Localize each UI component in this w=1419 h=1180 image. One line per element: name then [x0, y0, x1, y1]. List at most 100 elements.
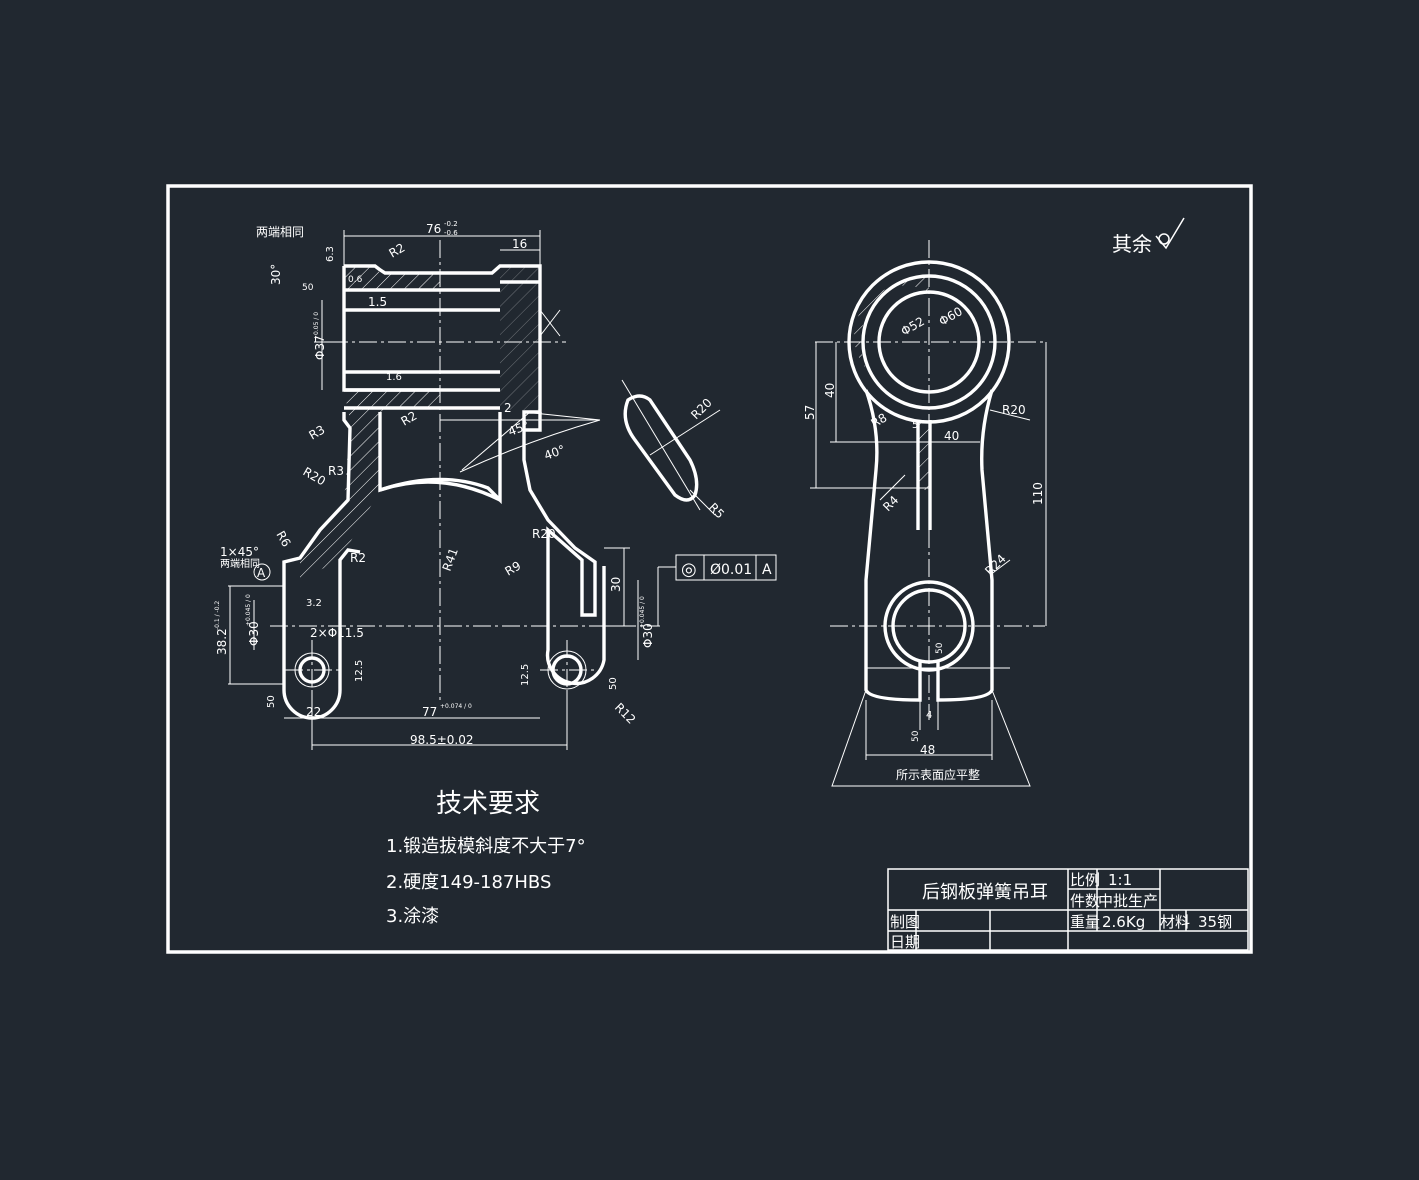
- label-dim-6-3: 6.3: [325, 246, 336, 262]
- title-block-material-label: 材料: [1160, 913, 1190, 931]
- label-dim-3-2: 3.2: [306, 598, 322, 609]
- datum-circle-icon: [253, 563, 271, 581]
- label-dim-r12: R12: [612, 700, 639, 727]
- side-label-dim-50: 50: [935, 642, 945, 654]
- side-label-dim-57: 57: [803, 405, 817, 420]
- front-right-pin-hole: [551, 654, 583, 686]
- roughness-note-label: 其余: [1112, 232, 1152, 256]
- label-dim-77-tol: +0.074 / 0: [440, 703, 472, 710]
- label-dim-1-6: 1.6: [386, 372, 402, 383]
- label-dim-r3a: R3: [307, 422, 328, 442]
- label-dim-30b-tol: +0.045 / 0: [639, 596, 646, 628]
- title-block-material-value: 35钢: [1198, 913, 1232, 931]
- label-dim-r20a: R20: [301, 464, 328, 488]
- side-label-dim-5: 5: [912, 420, 918, 431]
- label-dim-2x: 2×Φ11.5: [310, 626, 364, 640]
- front-hatch-top-left: [344, 266, 440, 290]
- tech-requirements-title: 技术要求: [436, 789, 540, 819]
- tech-requirement-item: 2.硬度149-187HBS: [386, 872, 551, 893]
- side-view: Φ52 Φ60 40 57 R8 5 40 R20 110 R4 R24 50 …: [803, 240, 1047, 787]
- roughness-note: 其余: [1112, 217, 1185, 256]
- label-dim-30b: Φ30: [641, 623, 655, 648]
- label-dim-r41: R41: [440, 546, 461, 573]
- drawing-border: [166, 184, 1253, 954]
- label-dim-76-tol-dn: -0.6: [444, 229, 458, 237]
- side-label-dim-r8: R8: [869, 410, 890, 430]
- label-dim-45deg: 45°: [506, 418, 531, 438]
- front-left-pin-hole: [298, 656, 326, 684]
- roughness-symbol-icon: [1155, 217, 1185, 250]
- label-dim-76-tol-up: -0.2: [444, 220, 458, 228]
- title-block-date-label: 日期: [890, 933, 920, 951]
- side-label-dim-40v: 40: [823, 383, 837, 398]
- front-outline: [282, 264, 606, 720]
- side-label-dim-52: Φ52: [899, 314, 927, 338]
- label-dim-40deg: 40°: [542, 442, 567, 462]
- label-dim-16: 16: [512, 237, 527, 251]
- label-dim-r2-mid: R2: [399, 408, 420, 428]
- label-same-both-ends-2: 两端相同: [220, 557, 260, 570]
- side-label-dim-4: 4: [926, 710, 932, 721]
- label-dim-1-5: 1.5: [368, 295, 387, 309]
- label-dim-30a-tol: +0.045 / 0: [245, 594, 252, 626]
- title-block-weight-value: 2.6Kg: [1102, 913, 1145, 931]
- label-dim-r2-top: R2: [387, 240, 408, 260]
- label-dim-r2-low: R2: [350, 551, 366, 565]
- title-block-drawn-label: 制图: [890, 913, 920, 931]
- label-dim-30a: Φ30: [247, 621, 261, 646]
- tech-requirement-item: 3.涂漆: [386, 906, 439, 927]
- front-dimension-lines: [228, 230, 676, 750]
- label-same-both-ends: 两端相同: [256, 225, 304, 239]
- label-dim-50b: 50: [266, 695, 277, 708]
- front-view: ◎ Ø0.01 A A 两端相同 76 -0.2 -0.6 16 R2 30° …: [214, 220, 777, 750]
- label-dim-38-2: 38.2: [215, 628, 229, 655]
- title-block-qty-label: 件数: [1070, 892, 1100, 910]
- side-body-outline: [864, 389, 994, 702]
- label-dim-37: Φ37: [313, 335, 327, 360]
- tolerance-symbol: ◎: [681, 559, 697, 580]
- label-dim-50c: 50: [608, 677, 619, 690]
- label-dim-37-tol: +0.05 / 0: [313, 312, 320, 340]
- section-label-r5: R5: [706, 500, 727, 521]
- tolerance-datum: A: [762, 562, 772, 578]
- title-block-part-name: 后钢板弹簧吊耳: [922, 882, 1048, 903]
- label-dim-12-5a: 12.5: [354, 660, 365, 682]
- front-hatch-right-lug: [500, 266, 540, 410]
- side-label-dim-r24: R24: [982, 552, 1009, 579]
- label-dim-98-5: 98.5±0.02: [410, 733, 474, 747]
- side-label-dim-40h: 40: [944, 429, 959, 443]
- side-label-dim-60: Φ60: [937, 304, 965, 328]
- label-dim-12-5b: 12.5: [520, 664, 531, 686]
- title-block-scale-label: 比例: [1070, 871, 1100, 889]
- side-label-dim-110: 110: [1031, 482, 1045, 505]
- label-dim-50a: 50: [302, 283, 314, 293]
- section-label-r20: R20: [688, 396, 715, 423]
- side-label-dim-50b: 50: [911, 730, 921, 742]
- side-label-dim-r20: R20: [1002, 403, 1026, 417]
- label-dim-76: 76: [426, 222, 441, 236]
- label-dim-30v: 30: [609, 577, 623, 592]
- front-tolerance-frame: ◎ Ø0.01 A: [675, 554, 777, 581]
- datum-label: A: [257, 566, 266, 580]
- title-block: 后钢板弹簧吊耳 比例 1:1 件数 中批生产 制图 日期 重量 2.6Kg 材料…: [887, 868, 1249, 951]
- side-label-surface-note: 所示表面应平整: [896, 767, 980, 782]
- tolerance-value: Ø0.01: [710, 562, 752, 578]
- side-dimension-lines: [810, 342, 1047, 787]
- label-dim-77: 77: [422, 705, 437, 719]
- label-dim-22: 22: [306, 705, 321, 719]
- section-view: R20 R5: [621, 379, 727, 521]
- front-hatch-bore-left: [300, 390, 440, 580]
- title-block-weight-label: 重量: [1070, 913, 1100, 931]
- title-block-scale-value: 1:1: [1108, 871, 1132, 889]
- label-dim-r20b: R20: [532, 527, 556, 541]
- side-label-dim-48: 48: [920, 743, 935, 757]
- label-dim-r9: R9: [503, 558, 524, 578]
- title-block-qty-value: 中批生产: [1098, 892, 1158, 910]
- label-dim-r6: R6: [273, 529, 293, 550]
- label-dim-0-6: 0.6: [348, 275, 363, 285]
- label-dim-r3b: R3: [328, 464, 344, 478]
- label-dim-30deg: 30°: [269, 264, 283, 285]
- side-bottom-eye: [883, 580, 975, 672]
- label-chamfer: 1×45°: [220, 545, 259, 559]
